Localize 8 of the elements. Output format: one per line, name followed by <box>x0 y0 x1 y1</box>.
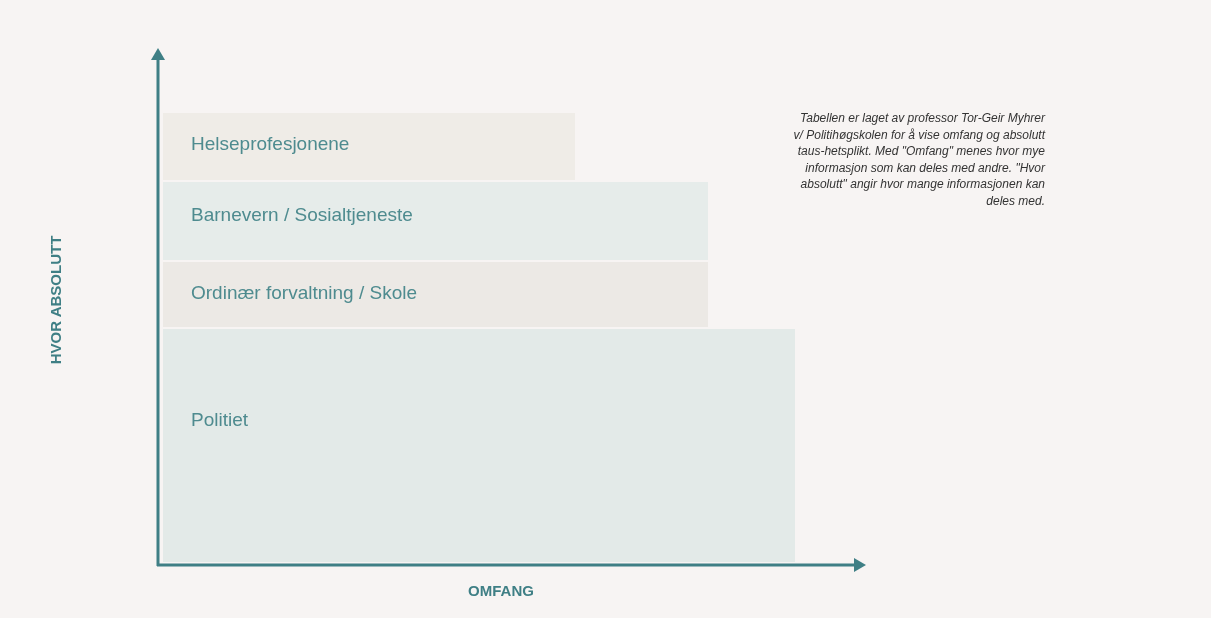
category-band <box>163 329 795 562</box>
axis-label: OMFANG <box>468 581 534 599</box>
band-label: Politiet <box>191 409 249 431</box>
band-label: Ordinær forvaltning / Skole <box>191 282 417 304</box>
band-label: Helseprofesjonene <box>191 133 350 155</box>
band-label: Barnevern / Sosialtjeneste <box>191 204 413 226</box>
axis-label: HVOR ABSOLUTT <box>46 235 64 365</box>
note-text: Tabellen er laget av professor Tor-Geir Myhrer v/ Politihøgskolen for å vise omfang og absolutt taus-hetsplikt. Med "Omfang" menes hvor mye informasjon som kan deles med andre. "Hvor absolutt" angir hvor mange informasjonen kan deles med. <box>792 110 1045 210</box>
